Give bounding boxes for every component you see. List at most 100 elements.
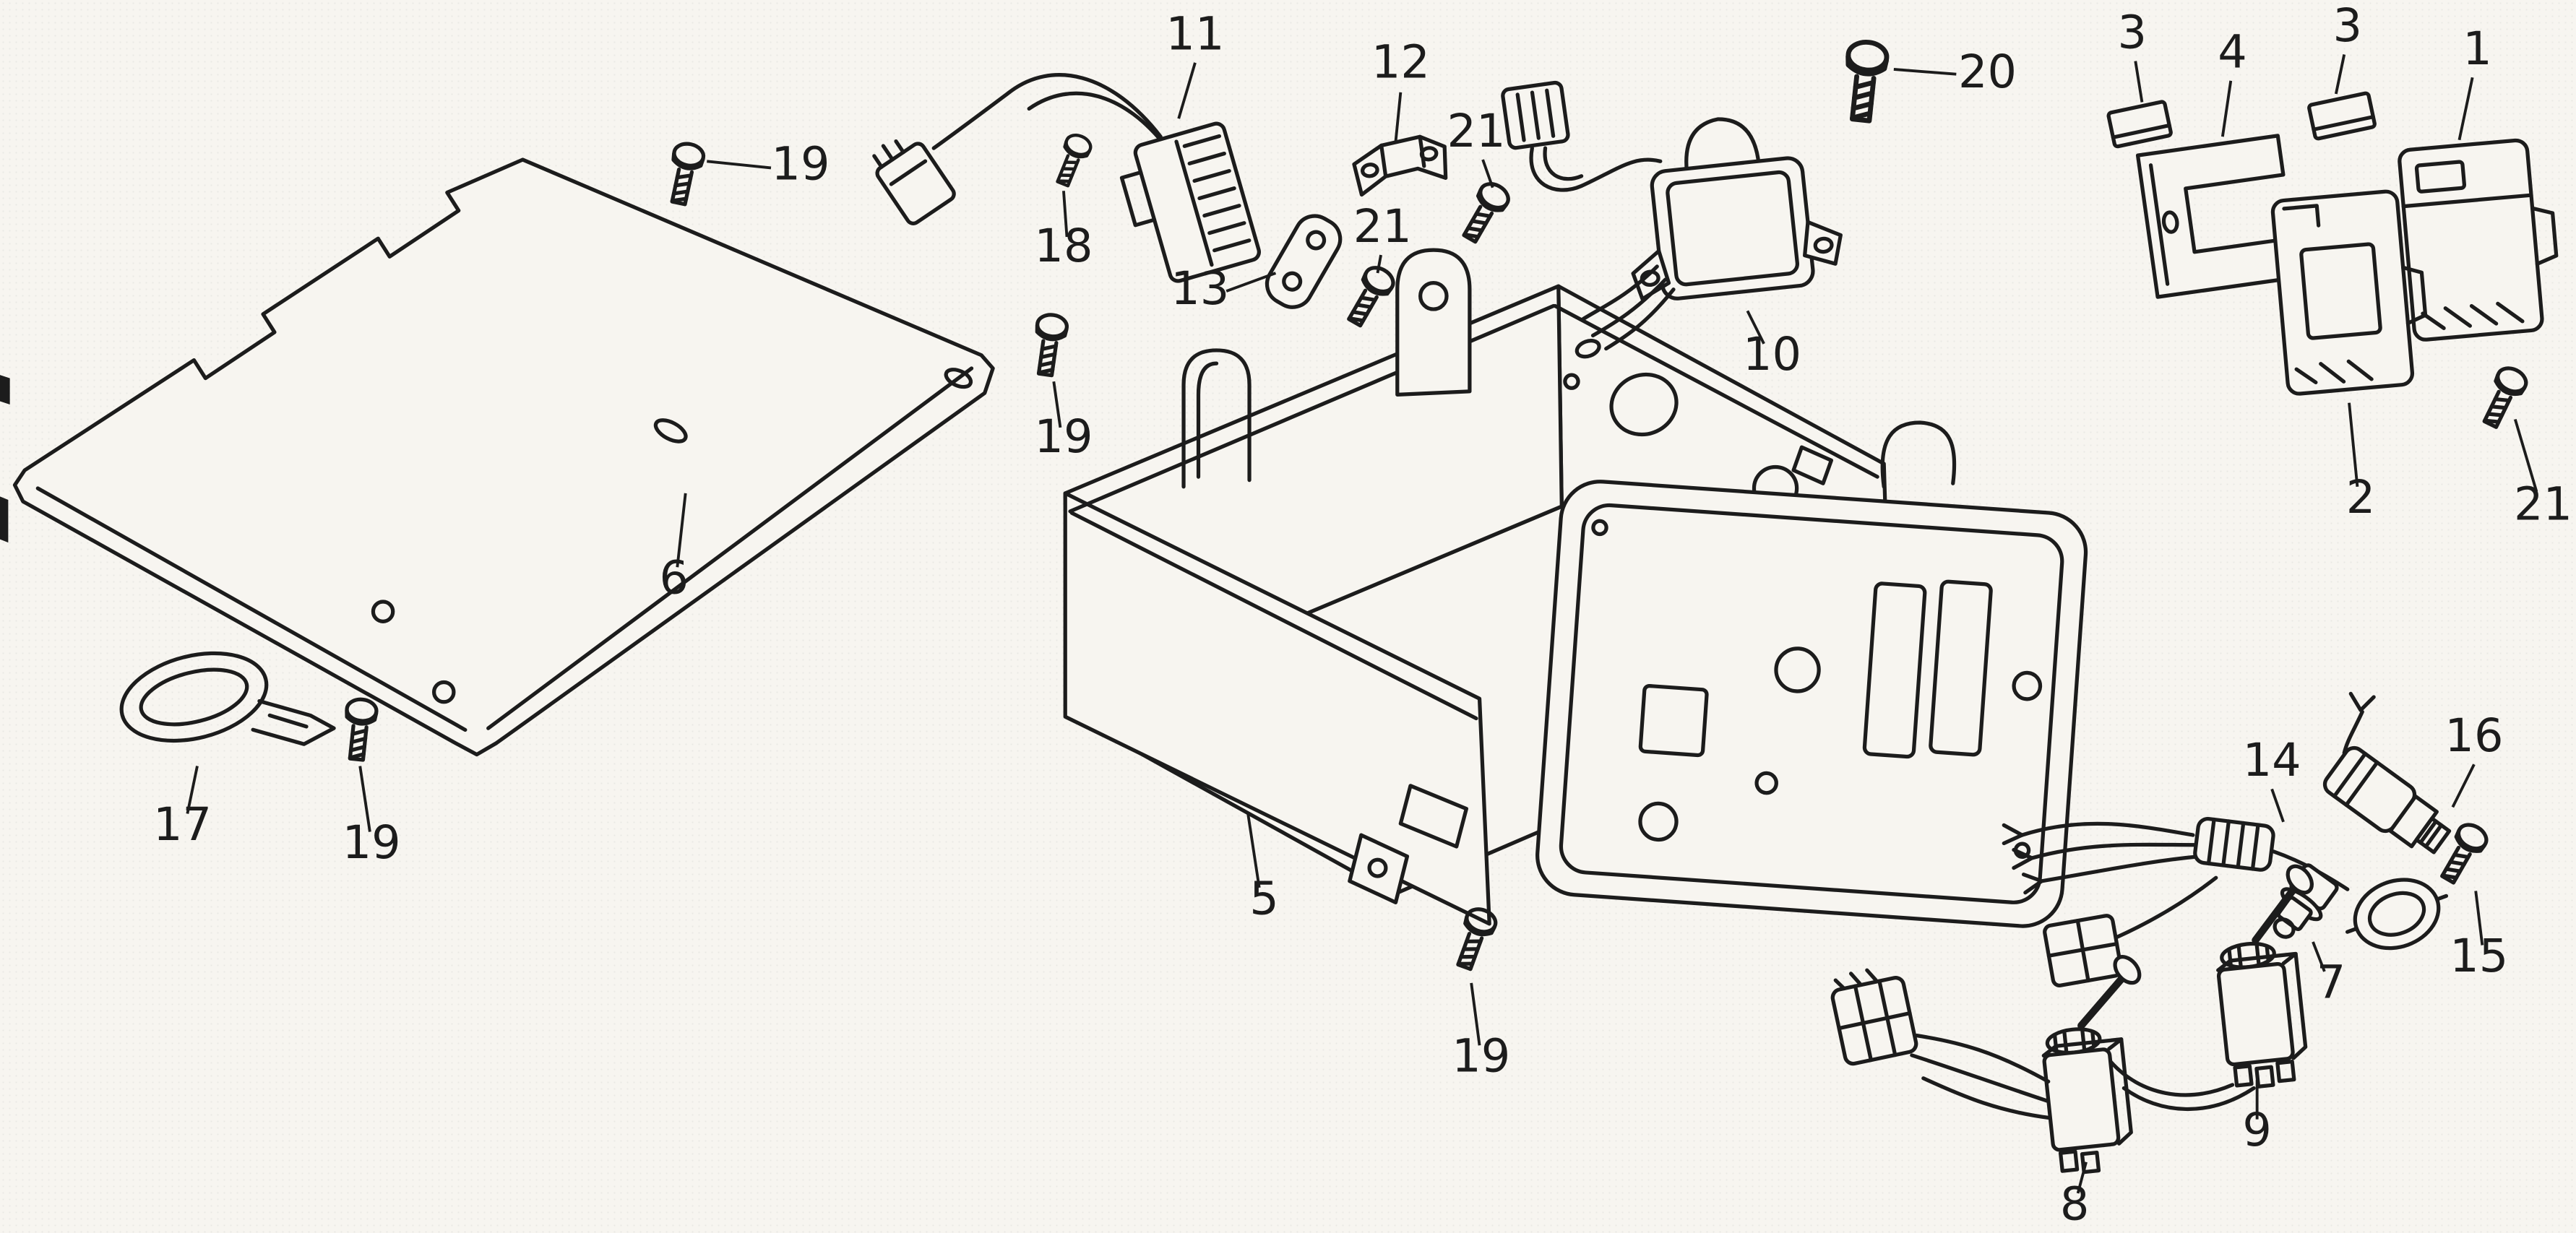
cover-screw-hole: [431, 680, 456, 704]
leader-line-19-3: [358, 766, 371, 832]
mounting-tab: [1348, 833, 1410, 904]
part-label-19-1: 19: [771, 137, 830, 191]
part-label-21-1: 21: [1447, 105, 1505, 158]
part-10-relay-unit: [1501, 80, 1843, 351]
wall-slot-small: [1575, 338, 1601, 359]
leader-line-8: [2076, 1161, 2088, 1194]
leader-line-21-3: [2513, 418, 2538, 493]
part-3-plate-b: [2307, 91, 2377, 141]
part-label-19-4: 19: [1452, 1030, 1510, 1083]
part-label-11: 11: [1166, 8, 1224, 61]
ear-slot-hole: [944, 368, 973, 389]
part-label-7: 7: [2317, 956, 2346, 1009]
harness-connector: [2193, 816, 2275, 872]
panel-hole-small: [2012, 670, 2043, 701]
relay-wire: [1529, 146, 1663, 192]
part-label-21-2: 21: [1353, 200, 1412, 254]
leader-line-5: [1246, 811, 1261, 888]
part-17-band-clamp: [119, 651, 336, 746]
part-label-15: 15: [2450, 930, 2508, 983]
leader-line-13: [1225, 272, 1277, 293]
relay-lead: [1590, 277, 1668, 338]
rim-lip-front: [1069, 511, 1478, 721]
rim-tab-hole: [1418, 281, 1449, 311]
part-label-18: 18: [1034, 220, 1093, 273]
rim-lip-right: [1553, 303, 1879, 479]
leader-line-3-1: [2134, 61, 2144, 103]
connector-wire: [931, 73, 1163, 150]
rim-hook-tab: [1880, 420, 1957, 489]
leader-line-14: [2270, 788, 2285, 823]
plug-end: [872, 139, 956, 225]
sensor-body: [2322, 745, 2452, 855]
part-5-front-panel: [1535, 480, 2088, 928]
leader-line-6: [676, 493, 687, 568]
wall-hole-large: [1609, 372, 1679, 437]
panel-slot: [1929, 579, 1993, 757]
box-left-wall: [1063, 491, 1491, 926]
leader-line-19-4: [1470, 982, 1481, 1046]
rim-tab-inner: [1196, 361, 1219, 479]
panel-rivet-hole: [1591, 519, 1608, 537]
leader-line-15: [2474, 891, 2484, 946]
part-label-8: 8: [2060, 1177, 2090, 1231]
switch-round-body: [2345, 878, 2449, 951]
leader-line-21-1: [1481, 159, 1494, 189]
switch-wire: [1921, 1076, 2051, 1120]
part-11-connector: [872, 73, 1261, 283]
leader-line-21-2: [1376, 254, 1382, 274]
connector-6p: [1830, 968, 1918, 1066]
part-8-toggle-switch: [1910, 955, 2142, 1174]
part-label-3-1: 3: [2117, 6, 2147, 59]
part-label-19-2: 19: [1034, 410, 1093, 464]
panel-hole: [1774, 646, 1821, 693]
part-label-5: 5: [1249, 872, 1279, 925]
lever-tip: [2113, 955, 2142, 985]
part-label-2: 2: [2346, 471, 2376, 524]
wall-square-cutout: [1398, 784, 1468, 849]
part-label-16: 16: [2444, 709, 2503, 763]
bolt-21-c: [2477, 364, 2530, 431]
relay-body: [1631, 117, 1843, 301]
part-label-14: 14: [2243, 734, 2301, 787]
part-6-top-cover: [12, 157, 995, 757]
unit-clip: [2401, 265, 2428, 326]
fold-line-left: [35, 486, 468, 732]
bolt-21-b: [1342, 263, 1397, 329]
leader-line-18: [1062, 191, 1069, 238]
leader-line-20: [1893, 67, 1957, 76]
fork-terminals: [2002, 823, 2044, 895]
panel-slot: [1862, 581, 1927, 759]
rim-tab-holed: [1395, 248, 1472, 397]
connector-body: [1119, 121, 1261, 283]
part-1-unit: [2398, 138, 2559, 342]
part-label-6: 6: [660, 552, 689, 605]
switch-wire: [1910, 1053, 2051, 1104]
part-9-toggle-switch: [2108, 864, 2314, 1112]
leader-line-12: [1394, 92, 1403, 142]
part-13-bracket: [1265, 214, 1343, 309]
part-label-12: 12: [1371, 35, 1430, 89]
panel-square-hole: [1638, 683, 1709, 758]
leader-line-16: [2451, 763, 2476, 808]
relay-connector: [1501, 80, 1570, 150]
screw-19-c: [342, 698, 377, 761]
part-3-plate-a: [2106, 100, 2173, 149]
part-label-13: 13: [1171, 262, 1229, 316]
rim-tab-round: [1181, 348, 1252, 489]
mounting-tab-hole: [1367, 857, 1388, 878]
leader-line-2: [2348, 402, 2359, 487]
unit-clip: [2530, 206, 2559, 266]
fold-line-right: [486, 366, 974, 730]
relay-lead: [1604, 287, 1676, 351]
cover-slot-hole: [653, 418, 688, 444]
part-label-4: 4: [2218, 26, 2247, 79]
cover-screw-hole: [371, 600, 395, 623]
part-label-9: 9: [2242, 1104, 2272, 1157]
bolt-20: [1842, 40, 1888, 122]
part-label-21-3: 21: [2514, 477, 2572, 531]
screw-18: [1051, 131, 1094, 188]
